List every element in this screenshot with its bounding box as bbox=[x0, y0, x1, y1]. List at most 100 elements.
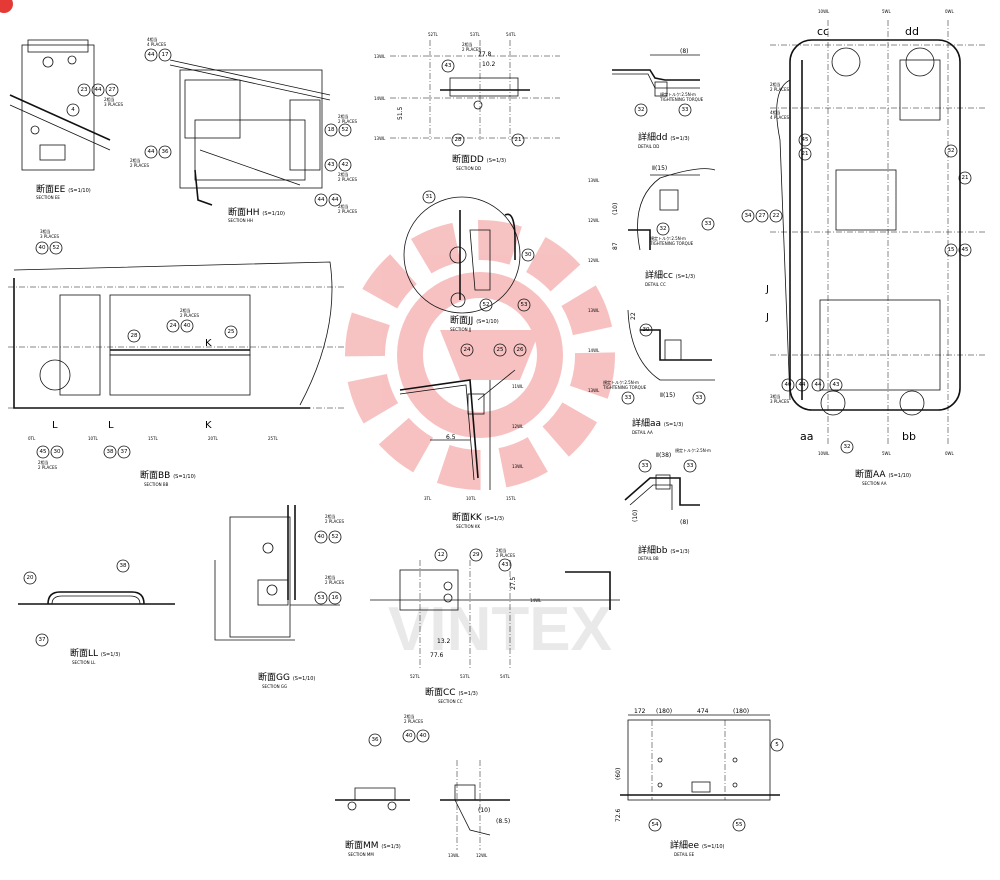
view-section-ll: 20 38 37 断面LL (S=1/3) SECTION LL bbox=[18, 559, 175, 665]
svg-text:規定トルク:2.5N·m: 規定トルク:2.5N·m bbox=[650, 235, 686, 241]
svg-text:SECTION LL: SECTION LL bbox=[72, 660, 96, 665]
svg-text:53TL: 53TL bbox=[470, 32, 481, 37]
svg-text:(10): (10) bbox=[612, 203, 619, 215]
svg-text:SECTION JJ: SECTION JJ bbox=[450, 327, 471, 332]
svg-text:4 PLACES: 4 PLACES bbox=[770, 115, 790, 120]
svg-text:28: 28 bbox=[455, 137, 462, 143]
view-section-dd: 77.8 10.2 51.5 52TL 53TL 54TL 13WL 14WL … bbox=[374, 32, 560, 171]
svg-text:bb: bb bbox=[902, 430, 916, 443]
balloon-ee-27: 27 bbox=[105, 83, 119, 97]
svg-text:33: 33 bbox=[642, 463, 649, 469]
svg-text:Ⅱ(15): Ⅱ(15) bbox=[660, 392, 675, 399]
part-balloon: 26 bbox=[513, 343, 527, 357]
svg-text:43: 43 bbox=[328, 162, 335, 168]
part-balloon: 31 bbox=[422, 190, 436, 204]
svg-text:28: 28 bbox=[131, 333, 138, 339]
svg-text:2相当: 2相当 bbox=[38, 459, 49, 465]
svg-text:72.6: 72.6 bbox=[615, 808, 622, 822]
part-balloon: 44 bbox=[314, 193, 328, 207]
svg-text:6.5: 6.5 bbox=[446, 434, 456, 441]
part-balloon: 33 bbox=[621, 391, 635, 405]
svg-text:4 PLACES: 4 PLACES bbox=[147, 42, 167, 47]
part-balloon: 44 bbox=[144, 48, 158, 62]
part-balloon: 37 bbox=[117, 445, 131, 459]
svg-text:18: 18 bbox=[328, 127, 335, 133]
svg-text:3TL: 3TL bbox=[424, 496, 432, 501]
part-balloon: 20 bbox=[23, 571, 37, 585]
svg-text:52: 52 bbox=[53, 245, 60, 251]
part-balloon: 25 bbox=[493, 343, 507, 357]
part-balloon: 22 bbox=[769, 209, 783, 223]
svg-text:3 PLACES: 3 PLACES bbox=[40, 234, 60, 239]
svg-text:13WL: 13WL bbox=[588, 388, 600, 393]
view-section-cc: 13.2 77.6 27.5 52TL 53TL 54TL 14WL 12 29… bbox=[370, 547, 620, 704]
svg-text:DETAIL EE: DETAIL EE bbox=[674, 852, 695, 857]
svg-text:DETAIL AA: DETAIL AA bbox=[632, 430, 653, 435]
svg-text:(8.5): (8.5) bbox=[496, 818, 510, 825]
part-balloon: 45 bbox=[798, 133, 812, 147]
part-balloon: 45 bbox=[958, 243, 972, 257]
svg-text:DETAIL BB: DETAIL BB bbox=[638, 556, 659, 561]
svg-text:5WL: 5WL bbox=[882, 451, 892, 456]
svg-text:12WL: 12WL bbox=[512, 424, 524, 429]
svg-text:43: 43 bbox=[833, 382, 840, 388]
title-section-cc: 断面CC (S=1/3) bbox=[425, 686, 478, 698]
svg-text:54: 54 bbox=[652, 822, 659, 828]
svg-text:52TL: 52TL bbox=[428, 32, 439, 37]
svg-text:20: 20 bbox=[27, 575, 34, 581]
svg-text:2相当: 2相当 bbox=[180, 307, 191, 313]
svg-text:3相当: 3相当 bbox=[770, 393, 781, 399]
view-detail-ee: 172 (180) 474 (180) (60) 72.6 5 54 55 詳細… bbox=[615, 708, 784, 857]
svg-text:42: 42 bbox=[342, 162, 349, 168]
svg-text:77.6: 77.6 bbox=[430, 652, 444, 659]
svg-text:14WL: 14WL bbox=[374, 96, 386, 101]
part-balloon: 24 bbox=[460, 343, 474, 357]
svg-text:2 PLACES: 2 PLACES bbox=[325, 580, 345, 585]
part-balloon: 33 bbox=[638, 459, 652, 473]
part-balloon: 30 bbox=[639, 323, 653, 337]
svg-text:Ⅱ(38): Ⅱ(38) bbox=[656, 452, 671, 459]
part-balloon: 52 bbox=[338, 123, 352, 137]
view-section-bb: 40 52 28 24 40 25 45 30 38 37 K K L L 0T… bbox=[8, 228, 345, 487]
svg-text:規定トルク:2.5N·m: 規定トルク:2.5N·m bbox=[603, 379, 639, 385]
svg-text:33: 33 bbox=[687, 463, 694, 469]
svg-text:L: L bbox=[108, 420, 114, 431]
part-balloon: 53 bbox=[517, 298, 531, 312]
svg-text:52TL: 52TL bbox=[410, 674, 421, 679]
svg-text:(8): (8) bbox=[680, 519, 689, 526]
svg-text:21: 21 bbox=[515, 137, 522, 143]
svg-text:(8): (8) bbox=[680, 48, 689, 55]
svg-text:13WL: 13WL bbox=[448, 853, 460, 858]
svg-text:5: 5 bbox=[775, 742, 779, 748]
title-section-ll: 断面LL (S=1/3) bbox=[70, 647, 120, 659]
svg-text:2相当: 2相当 bbox=[404, 713, 415, 719]
balloon-ee-23: 23 bbox=[77, 83, 91, 97]
svg-text:37: 37 bbox=[39, 637, 46, 643]
part-balloon: 52 bbox=[328, 530, 342, 544]
svg-text:14WL: 14WL bbox=[588, 348, 600, 353]
part-balloon: 37 bbox=[35, 633, 49, 647]
title-section-dd: 断面DD (S=1/3) bbox=[452, 153, 506, 165]
svg-text:2 PLACES: 2 PLACES bbox=[130, 163, 150, 168]
svg-text:12WL: 12WL bbox=[588, 258, 600, 263]
view-section-kk: 6.5 11WL 12WL 13WL 3TL 10TL 15TL 24 25 2… bbox=[399, 343, 527, 529]
svg-text:52: 52 bbox=[483, 302, 490, 308]
svg-text:J: J bbox=[765, 312, 769, 323]
svg-text:2相当: 2相当 bbox=[325, 574, 336, 580]
svg-text:38: 38 bbox=[120, 563, 127, 569]
svg-text:2相当: 2相当 bbox=[496, 547, 507, 553]
svg-text:10WL: 10WL bbox=[818, 451, 830, 456]
watermark-logo: VINTEX bbox=[345, 220, 615, 664]
part-balloon: 45 bbox=[36, 445, 50, 459]
svg-text:2相当: 2相当 bbox=[104, 96, 115, 102]
view-detail-aa: 22 Ⅱ(15) 13WL 14WL 13WL 30 33 33 規定トルク:2… bbox=[588, 308, 715, 435]
view-detail-bb: Ⅱ(38) (10) (8) 33 33 規定トルク:2.5N·m 詳細bb (… bbox=[624, 447, 711, 561]
svg-text:3 PLACES: 3 PLACES bbox=[770, 399, 790, 404]
part-balloon: 30 bbox=[50, 445, 64, 459]
svg-text:SECTION HH: SECTION HH bbox=[228, 218, 253, 223]
title-section-gg: 断面GG (S=1/10) bbox=[258, 671, 315, 683]
svg-text:43: 43 bbox=[502, 562, 509, 568]
